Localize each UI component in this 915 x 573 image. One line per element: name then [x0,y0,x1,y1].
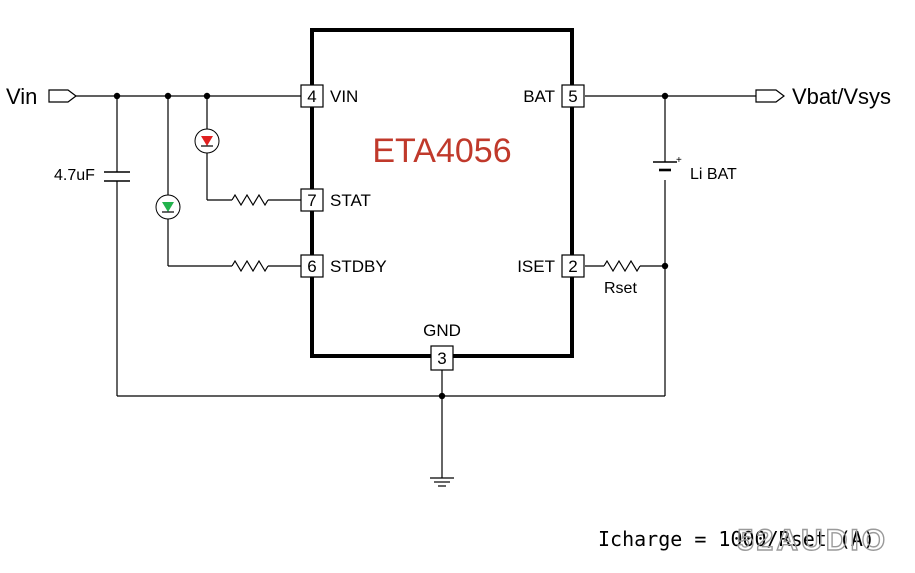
pin-name: GND [423,321,461,340]
pin-vin: 4 VIN [300,84,358,108]
chip-name: ETA4056 [372,132,511,170]
pin-stat: 7 STAT [300,188,371,212]
capacitor-icon [104,171,130,182]
ground-icon [430,477,454,487]
led-icon [155,194,181,220]
capacitor-value: 4.7uF [54,167,95,184]
pin-number: 4 [307,87,316,106]
led-icon [194,128,220,154]
watermark-logo: 52AUDIO [737,524,888,557]
battery-icon [653,161,677,172]
pin-name: ISET [517,257,555,276]
pin-iset: 2 ISET [517,254,585,278]
pin-number: 5 [568,87,577,106]
pin-gnd: 3 GND [423,321,461,371]
resistor-icon [231,193,269,207]
input-port-icon [48,89,77,103]
pin-number: 3 [437,349,446,368]
pin-name: STAT [330,191,371,210]
pin-name: BAT [523,87,555,106]
charge-current-formula: Icharge = 1000/Rset (A) [598,527,875,551]
pin-number: 2 [568,257,577,276]
resistor-icon [231,259,269,273]
resistor-rset-label: Rset [604,280,637,297]
pin-name: STDBY [330,257,387,276]
pin-name: VIN [330,87,358,106]
pin-number: 6 [307,257,316,276]
net-label-vout: Vbat/Vsys [792,84,891,109]
pin-bat: 5 BAT [523,84,585,108]
wires [76,95,756,478]
resistor-icon [603,259,641,273]
battery-plus-sign: + [676,155,682,166]
battery-label: Li BAT [690,166,737,183]
pin-stdby: 6 STDBY [300,254,387,278]
pin-number: 7 [307,191,316,210]
junction-dots [113,92,669,400]
net-label-vin: Vin [6,84,37,109]
output-port-icon [755,89,785,103]
